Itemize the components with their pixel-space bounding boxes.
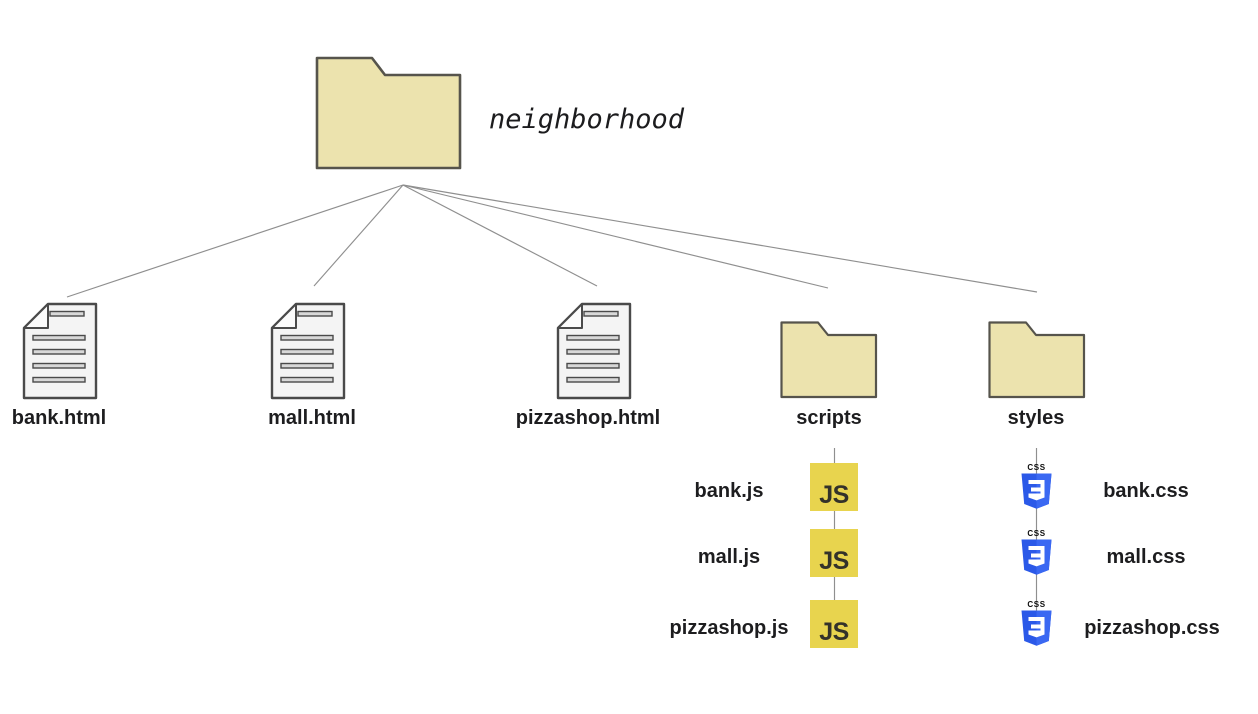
js-icon: JS bbox=[810, 463, 858, 511]
edge-root-styles bbox=[402, 184, 1038, 293]
js-file-label-pizzashop: pizzashop.js bbox=[669, 617, 789, 639]
edge-root-bank-html bbox=[66, 184, 404, 298]
js-icon-text: JS bbox=[819, 547, 849, 575]
js-icon: JS bbox=[810, 529, 858, 577]
js-file-label-mall: mall.js bbox=[697, 546, 761, 568]
folder-label-scripts: scripts bbox=[796, 407, 862, 429]
css-file-label-pizzashop: pizzashop.css bbox=[1084, 617, 1220, 639]
file-label-bank-html: bank.html bbox=[11, 407, 107, 429]
folder-icon-scripts bbox=[780, 321, 878, 404]
css-icon-text: CSS bbox=[1027, 529, 1046, 538]
css-icon-text: CSS bbox=[1027, 600, 1046, 609]
css-file-label-bank: bank.css bbox=[1103, 480, 1189, 502]
edge-root-scripts bbox=[402, 184, 829, 289]
folder-icon-styles bbox=[988, 321, 1086, 404]
js-file-label-bank: bank.js bbox=[694, 480, 764, 502]
css-icon-text: CSS bbox=[1027, 463, 1046, 472]
html-file-icon-pizzashop bbox=[556, 302, 632, 405]
js-icon-text: JS bbox=[819, 481, 849, 509]
file-label-mall-html: mall.html bbox=[268, 407, 356, 429]
file-label-pizzashop-html: pizzashop.html bbox=[515, 407, 661, 429]
folder-label-styles: styles bbox=[1007, 407, 1065, 429]
edge-root-mall-html bbox=[313, 184, 404, 287]
css3-icon: CSS bbox=[1021, 463, 1052, 512]
css-file-label-mall: mall.css bbox=[1106, 546, 1186, 568]
edge-root-pizzashop-html bbox=[402, 184, 598, 287]
js-icon: JS bbox=[810, 600, 858, 648]
css3-icon: CSS bbox=[1021, 529, 1052, 578]
html-file-icon-bank bbox=[22, 302, 98, 405]
js-icon-text: JS bbox=[819, 618, 849, 646]
css3-icon: CSS bbox=[1021, 600, 1052, 649]
root-folder-label: neighborhood bbox=[489, 104, 685, 135]
html-file-icon-mall bbox=[270, 302, 346, 405]
root-folder-icon bbox=[315, 56, 462, 175]
